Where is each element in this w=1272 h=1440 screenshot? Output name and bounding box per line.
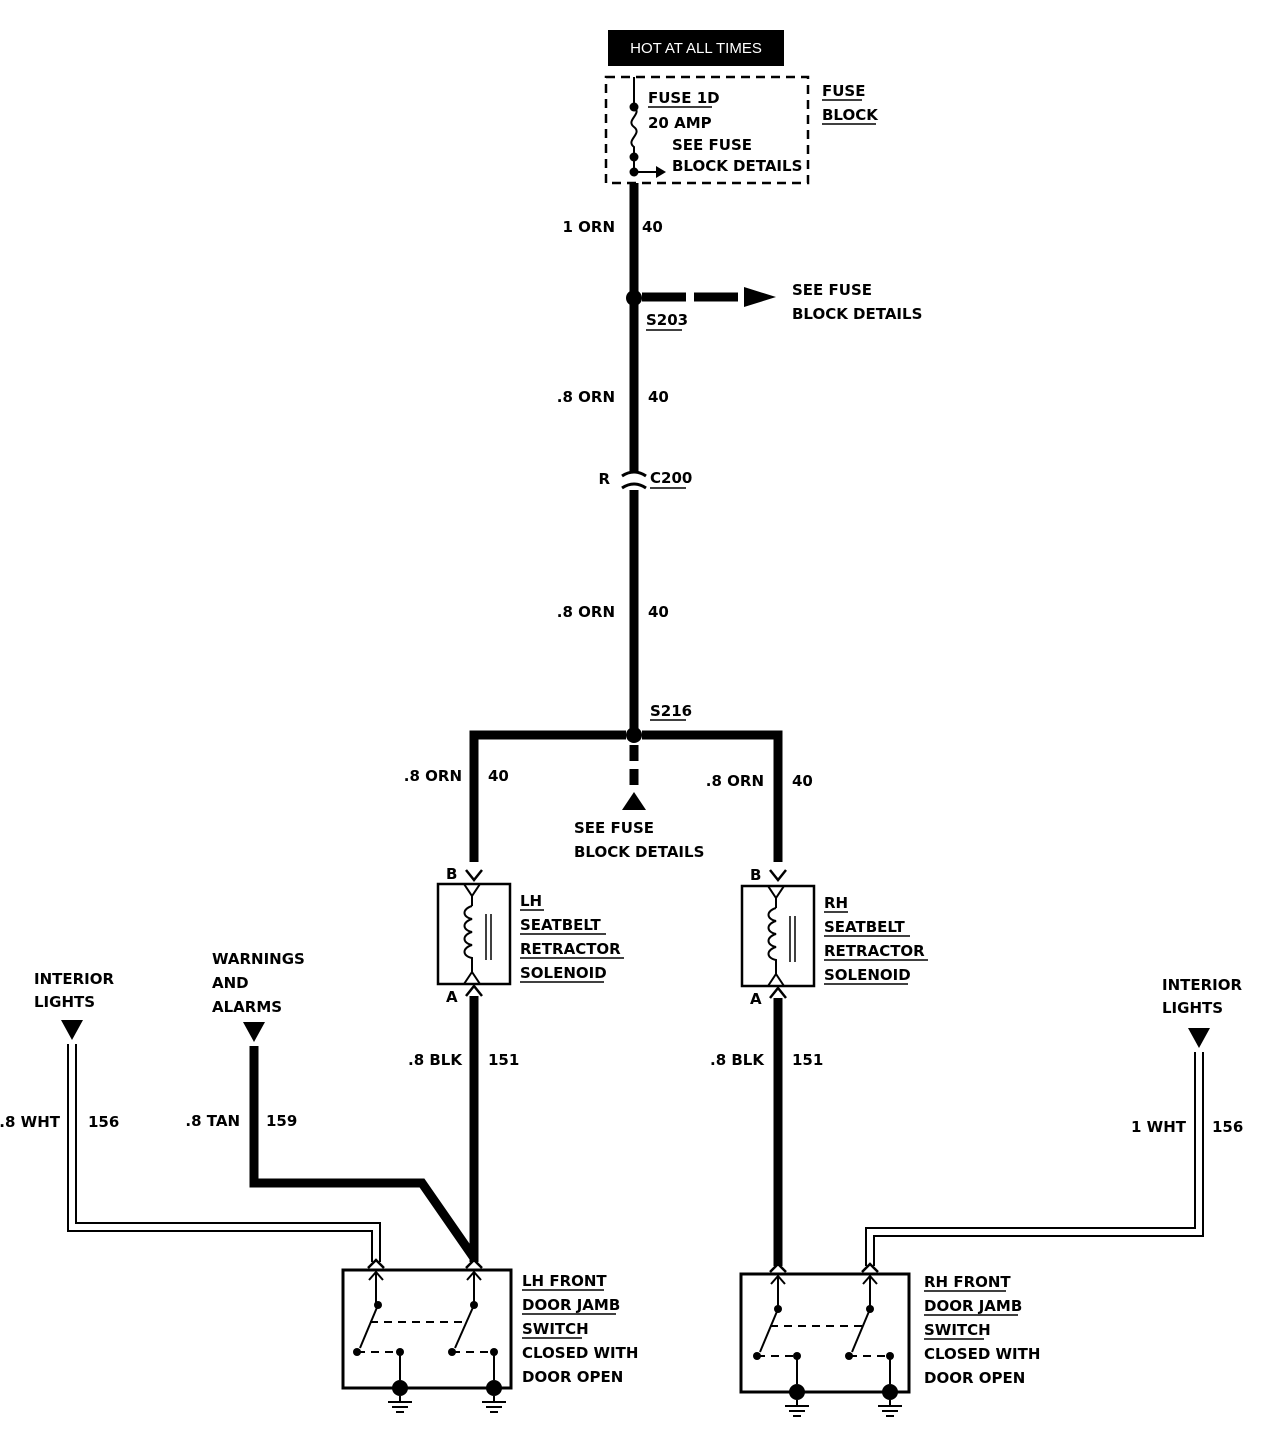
lh-blk-wire [465,983,483,1262]
lh-switch-line5: DOOR OPEN [522,1368,623,1386]
lh-solenoid-line2: SEATBELT [520,916,601,934]
ground-icon [785,1384,809,1417]
fuse-rating: 20 AMP [648,114,712,132]
ground-icon [482,1380,506,1413]
rh-door-jamb-switch: RH FRONT DOOR JAMB SWITCH CLOSED WITH DO… [739,1262,1040,1417]
warnings-line2: AND [212,974,249,992]
wire-3-circuit: 40 [648,603,669,621]
hot-label: HOT AT ALL TIMES [630,40,762,57]
arrow-right-icon [656,166,666,178]
rh-solenoid-pin-a: A [750,990,762,1008]
lh-switch-line1: LH FRONT [522,1272,607,1290]
wire-3-gauge: .8 ORN [557,603,615,621]
rh-interior-line2: LIGHTS [1162,999,1223,1017]
rh-wht-circuit: 156 [1212,1118,1243,1136]
fuse-block-label-2: BLOCK [822,106,879,124]
lh-solenoid-line1: LH [520,892,542,910]
tan-gauge: .8 TAN [185,1112,240,1130]
lh-wht-gauge: .8 WHT [0,1113,61,1131]
lh-seatbelt-solenoid: B A LH SEATBELT RETRACTOR SOLENOID [436,865,624,1006]
connector-c200: R C200 [598,469,692,490]
rh-orn-circuit: 40 [792,772,813,790]
ground-icon [388,1380,412,1413]
rh-switch-line4: CLOSED WITH [924,1345,1040,1363]
rh-wht-gauge: 1 WHT [1131,1118,1187,1136]
rh-solenoid-line2: SEATBELT [824,918,905,936]
lh-orn-circuit: 40 [488,767,509,785]
lh-solenoid-pin-a: A [446,988,458,1006]
tan-circuit: 159 [266,1112,297,1130]
wire-1-circuit: 40 [642,218,663,236]
rh-seatbelt-solenoid: B A RH SEATBELT RETRACTOR SOLENOID [740,866,928,1008]
lh-switch-line3: SWITCH [522,1320,589,1338]
splice-s216: S216 SEE FUSE BLOCK DETAILS [469,702,783,862]
lh-blk-circuit: 151 [488,1051,519,1069]
lh-solenoid-line4: SOLENOID [520,964,607,982]
lh-switch-line4: CLOSED WITH [522,1344,638,1362]
lh-door-jamb-switch: LH FRONT DOOR JAMB SWITCH CLOSED WITH DO… [341,1258,638,1413]
wire-2-circuit: 40 [648,388,669,406]
rh-interior-lights-feed: INTERIOR LIGHTS [865,976,1242,1266]
lh-solenoid-pin-b: B [446,865,457,883]
fuse-see-line2: BLOCK DETAILS [672,157,802,175]
coil-icon [463,905,473,972]
fuse-block-label-1: FUSE [822,82,865,100]
hot-at-all-times-banner: HOT AT ALL TIMES [608,30,784,66]
rh-solenoid-pin-b: B [750,866,761,884]
fuse-name: FUSE 1D [648,89,720,107]
s216-see-line2: BLOCK DETAILS [574,843,704,861]
warnings-line1: WARNINGS [212,950,305,968]
lh-interior-line1: INTERIOR [34,970,114,988]
c200-pin: R [598,470,610,488]
rh-solenoid-line3: RETRACTOR [824,942,925,960]
lh-blk-gauge: .8 BLK [408,1051,463,1069]
lh-interior-line2: LIGHTS [34,993,95,1011]
lh-interior-lights-feed: INTERIOR LIGHTS [34,970,381,1262]
s203-see-line1: SEE FUSE [792,281,872,299]
rh-switch-line1: RH FRONT [924,1273,1011,1291]
wire-1-gauge: 1 ORN [562,218,615,236]
arrow-right-icon [744,287,776,307]
wire-2-gauge: .8 ORN [557,388,615,406]
arrow-down-icon [243,1022,265,1042]
lh-solenoid-line3: RETRACTOR [520,940,621,958]
s203-see-line2: BLOCK DETAILS [792,305,922,323]
rh-interior-line1: INTERIOR [1162,976,1242,994]
rh-orn-gauge: .8 ORN [706,772,764,790]
rh-switch-line3: SWITCH [924,1321,991,1339]
warnings-line3: ALARMS [212,998,282,1016]
rh-blk-gauge: .8 BLK [710,1051,765,1069]
rh-blk-wire [769,985,787,1266]
s216-see-line1: SEE FUSE [574,819,654,837]
s216-label: S216 [650,702,692,720]
fuse-block: FUSE 1D 20 AMP SEE FUSE BLOCK DETAILS FU… [604,75,879,185]
rh-solenoid-line4: SOLENOID [824,966,911,984]
arrow-down-icon [61,1020,83,1040]
warnings-alarms-feed: WARNINGS AND ALARMS [212,950,478,1261]
arrow-down-icon [1188,1028,1210,1048]
fuse-symbol-icon [630,106,638,157]
rh-solenoid-line1: RH [824,894,848,912]
arrow-down-icon [622,792,646,810]
fuse-see-line1: SEE FUSE [672,136,752,154]
splice-s203: S203 SEE FUSE BLOCK DETAILS [626,281,922,331]
rh-switch-line5: DOOR OPEN [924,1369,1025,1387]
ground-icon [878,1384,902,1417]
lh-orn-gauge: .8 ORN [404,767,462,785]
rh-switch-line2: DOOR JAMB [924,1297,1022,1315]
lh-wht-circuit: 156 [88,1113,119,1131]
s203-label: S203 [646,311,688,329]
c200-label: C200 [650,469,692,487]
coil-icon [767,907,777,974]
rh-blk-circuit: 151 [792,1051,823,1069]
lh-switch-line2: DOOR JAMB [522,1296,620,1314]
